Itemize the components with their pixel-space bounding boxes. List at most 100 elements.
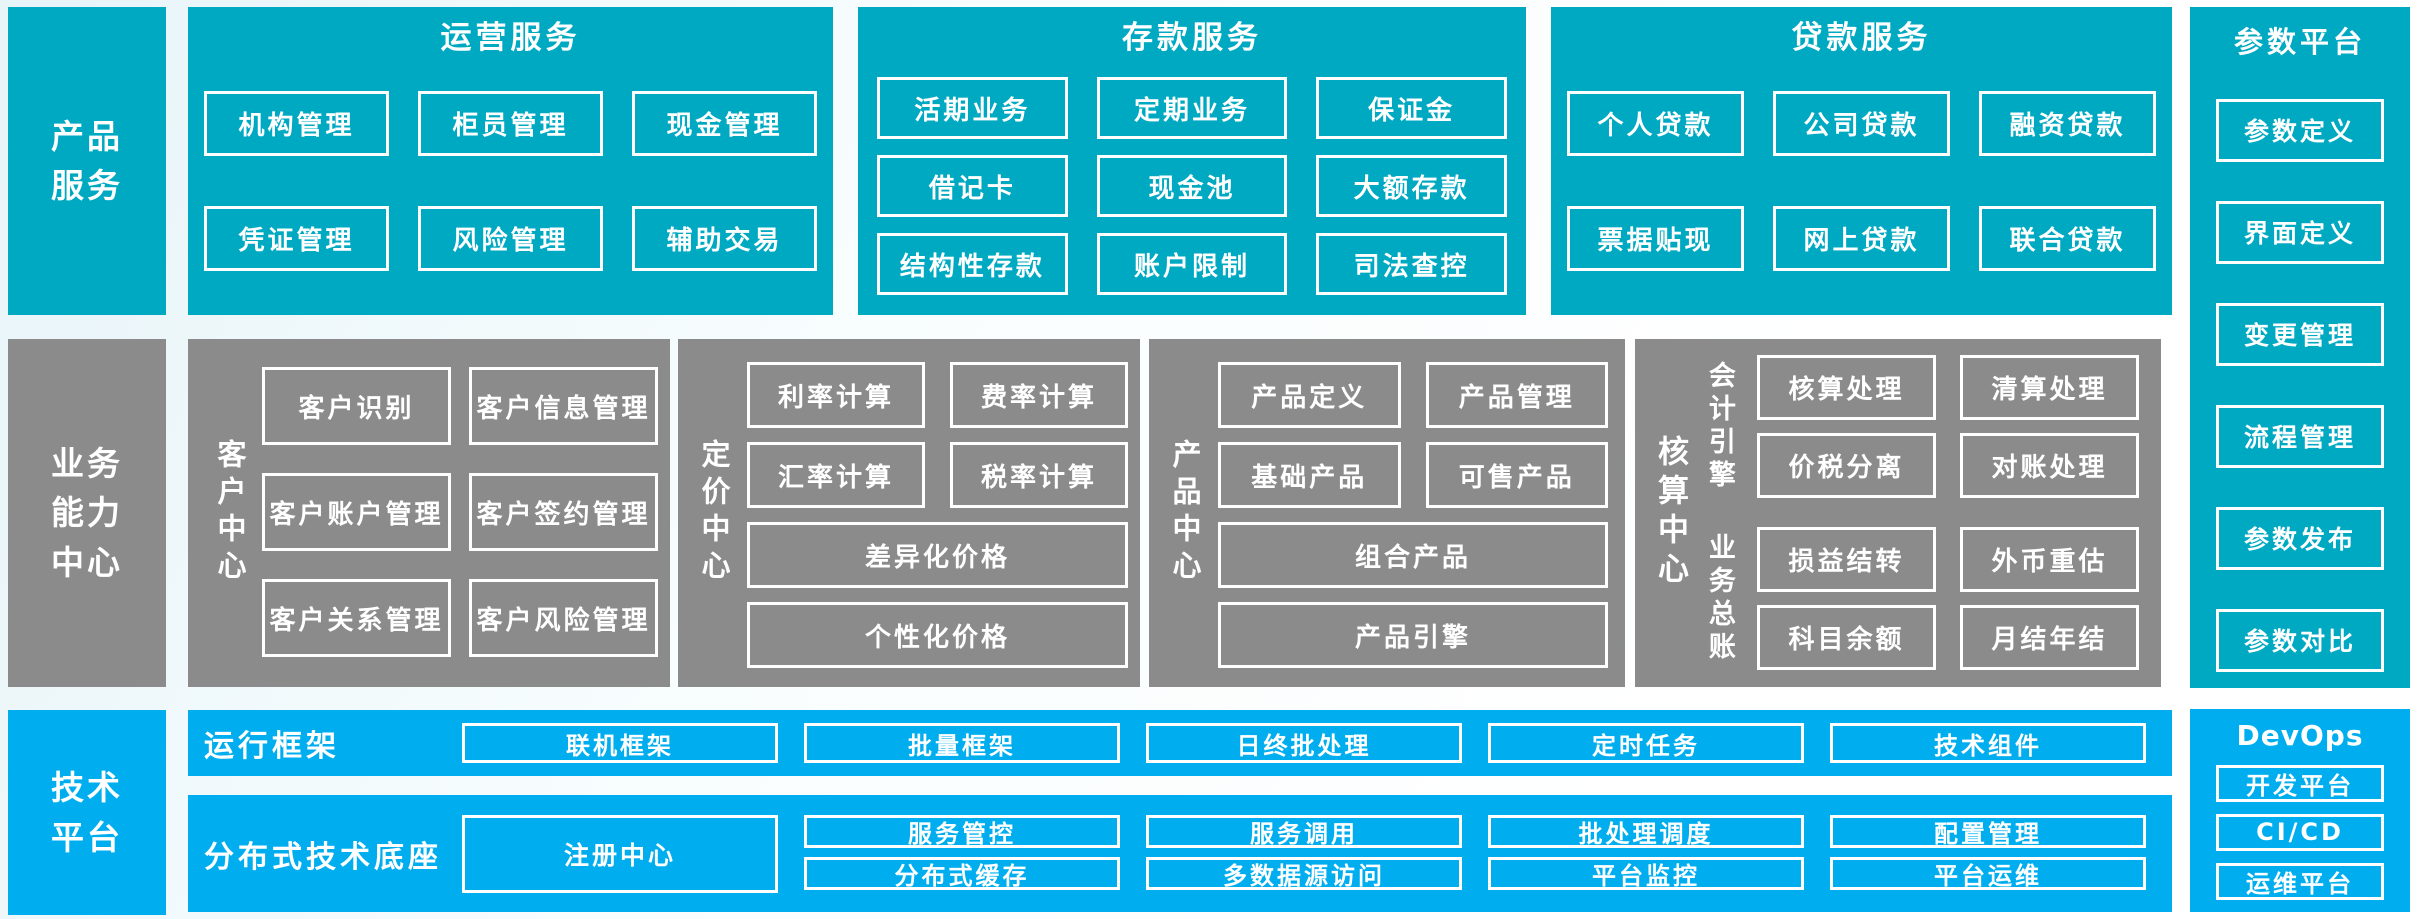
diagram-box: 大额存款: [1316, 155, 1507, 218]
diagram-box: 现金管理: [632, 91, 817, 157]
diagram-box: 机构管理: [204, 91, 389, 157]
diagram-box: 多数据源访问: [1146, 856, 1462, 890]
panel-loan-services: 贷款服务 个人贷款 公司贷款 融资贷款 票据贴现 网上贷款 联合贷款: [1551, 7, 2172, 315]
diagram-box: 司法查控: [1316, 233, 1507, 296]
diagram-box: 差异化价格: [747, 522, 1128, 588]
product-grid: 产品定义 产品管理 基础产品 可售产品 组合产品 产品引擎: [1218, 362, 1608, 687]
panel-distributed-base: 分布式技术底座 注册中心 服务管控 分布式缓存 服务调用 多数据源访问 批处理调…: [188, 795, 2172, 912]
diagram-box: 定期业务: [1096, 77, 1288, 140]
diagram-box: 保证金: [1316, 77, 1507, 140]
panel-devops: DevOps 开发平台 CI/CD 运维平台: [2190, 709, 2410, 912]
diagram-box: 客户账户管理: [262, 473, 451, 551]
diagram-box: 客户风险管理: [469, 579, 658, 657]
diagram-box: 价税分离: [1757, 433, 1936, 498]
customer-grid: 客户识别 客户信息管理 客户账户管理 客户签约管理 客户关系管理 客户风险管理: [262, 367, 658, 687]
diagram-box: 产品管理: [1425, 362, 1608, 428]
stack-column: 服务管控 分布式缓存: [804, 814, 1120, 893]
diagram-box: 产品引擎: [1218, 602, 1608, 668]
pricing-grid: 利率计算 费率计算 汇率计算 税率计算 差异化价格 个性化价格: [747, 362, 1128, 687]
diagram-box: 平台监控: [1488, 856, 1804, 890]
panel-operations-services: 运营服务 机构管理 柜员管理 现金管理 凭证管理 风险管理 辅助交易: [188, 7, 833, 315]
customer-center-label: 客户中心: [212, 439, 247, 587]
rail-business-capability-label: 业务 能力 中心: [51, 443, 123, 582]
diagram-box: 技术组件: [1830, 723, 2146, 763]
diagram-box: 流程管理: [2216, 404, 2384, 468]
diagram-box: 定时任务: [1488, 723, 1804, 763]
panel-product-center: 产品中心 产品定义 产品管理 基础产品 可售产品 组合产品 产品引擎: [1149, 339, 1625, 687]
devops-title: DevOps: [2236, 719, 2364, 752]
diagram-box: 基础产品: [1218, 442, 1401, 508]
diagram-box: 网上贷款: [1773, 206, 1950, 272]
distributed-base-label: 分布式技术底座: [204, 839, 442, 875]
diagram-box: 外币重估: [1960, 527, 2139, 592]
diagram-box: 客户关系管理: [262, 579, 451, 657]
rail-product-services-label: 产品 服务: [51, 116, 123, 206]
band-product-services: 运营服务 机构管理 柜员管理 现金管理 凭证管理 风险管理 辅助交易 存款服务 …: [188, 7, 2172, 315]
diagram-box: 融资贷款: [1979, 91, 2156, 157]
diagram-box: 票据贴现: [1567, 206, 1744, 272]
diagram-box: 参数发布: [2216, 506, 2384, 570]
diagram-box: 结构性存款: [877, 233, 1068, 296]
panel-customer-center: 客户中心 客户识别 客户信息管理 客户账户管理 客户签约管理 客户关系管理 客户…: [188, 339, 670, 687]
panel-loan-title: 贷款服务: [1791, 20, 1932, 56]
diagram-box: 对账处理: [1960, 433, 2139, 498]
diagram-box: 利率计算: [747, 362, 925, 428]
diagram-box: 批量框架: [804, 723, 1120, 763]
accounting-engine-label: 会计引擎: [1703, 360, 1735, 493]
product-center-label: 产品中心: [1167, 439, 1202, 587]
loan-grid: 个人贷款 公司贷款 融资贷款 票据贴现 网上贷款 联合贷款: [1567, 91, 2156, 272]
runtime-boxes: 联机框架 批量框架 日终批处理 定时任务 技术组件: [462, 723, 2146, 763]
diagram-box: 运维平台: [2216, 862, 2384, 900]
stack-column: 服务调用 多数据源访问: [1146, 814, 1462, 893]
diagram-box: 公司贷款: [1773, 91, 1950, 157]
diagram-box: 日终批处理: [1146, 723, 1462, 763]
diagram-box: 界面定义: [2216, 200, 2384, 264]
diagram-box: 组合产品: [1218, 522, 1608, 588]
diagram-box: 账户限制: [1096, 233, 1288, 296]
diagram-box: 核算处理: [1757, 355, 1936, 420]
accounting-engine-group: 会计引擎 核算处理 清算处理 价税分离 对账处理: [1699, 355, 2139, 498]
diagram-box: 可售产品: [1425, 442, 1608, 508]
band-business-capability: 客户中心 客户识别 客户信息管理 客户账户管理 客户签约管理 客户关系管理 客户…: [188, 339, 2172, 687]
diagram-box: 客户识别: [262, 367, 451, 445]
panel-runtime-framework: 运行框架 联机框架 批量框架 日终批处理 定时任务 技术组件: [188, 710, 2172, 776]
diagram-box: 月结年结: [1960, 605, 2139, 670]
diagram-box: 注册中心: [462, 814, 778, 893]
diagram-box: 损益结转: [1757, 527, 1936, 592]
diagram-box: 个人贷款: [1567, 91, 1744, 157]
operations-grid: 机构管理 柜员管理 现金管理 凭证管理 风险管理 辅助交易: [204, 91, 817, 272]
diagram-box: 柜员管理: [418, 91, 603, 157]
diagram-box: 批处理调度: [1488, 814, 1804, 848]
diagram-box: 配置管理: [1830, 814, 2146, 848]
main-area: 运营服务 机构管理 柜员管理 现金管理 凭证管理 风险管理 辅助交易 存款服务 …: [188, 0, 2172, 919]
accounting-center-label: 核算中心: [1652, 435, 1689, 591]
diagram-box: 汇率计算: [747, 442, 925, 508]
business-ledger-group: 业务总账 损益结转 外币重估 科目余额 月结年结: [1699, 527, 2139, 670]
panel-deposit-services: 存款服务 活期业务 定期业务 保证金 借记卡 现金池 大额存款 结构性存款 账户…: [858, 7, 1526, 315]
stack-column: 批处理调度 平台监控: [1488, 814, 1804, 893]
diagram-box: 借记卡: [877, 155, 1068, 218]
pricing-center-label: 定价中心: [696, 439, 731, 587]
diagram-box: 客户信息管理: [469, 367, 658, 445]
diagram-box: 客户签约管理: [469, 473, 658, 551]
rail-tech-platform: 技术 平台: [8, 710, 166, 915]
diagram-box: 参数对比: [2216, 608, 2384, 672]
parameter-platform-title: 参数平台: [2233, 25, 2366, 59]
accounting-groups: 会计引擎 核算处理 清算处理 价税分离 对账处理 业务总账 损益结转 外币重估: [1699, 339, 2139, 687]
rail-tech-platform-label: 技术 平台: [51, 768, 123, 857]
runtime-framework-label: 运行框架: [204, 729, 340, 764]
stack-column: 配置管理 平台运维: [1830, 814, 2146, 893]
diagram-box: 平台运维: [1830, 856, 2146, 890]
diagram-box: 辅助交易: [632, 206, 817, 272]
diagram-box: 联合贷款: [1979, 206, 2156, 272]
distributed-base-boxes: 注册中心 服务管控 分布式缓存 服务调用 多数据源访问 批处理调度 平台监控 配…: [462, 814, 2146, 893]
diagram-box: 个性化价格: [747, 602, 1128, 668]
diagram-box: 服务管控: [804, 814, 1120, 848]
panel-parameter-platform: 参数平台 参数定义 界面定义 变更管理 流程管理 参数发布 参数对比: [2190, 7, 2410, 688]
diagram-box: 服务调用: [1146, 814, 1462, 848]
diagram-box: 科目余额: [1757, 605, 1936, 670]
rail-business-capability: 业务 能力 中心: [8, 339, 166, 687]
diagram-box: 分布式缓存: [804, 856, 1120, 890]
diagram-box: 开发平台: [2216, 764, 2384, 802]
diagram-box: 风险管理: [418, 206, 603, 272]
